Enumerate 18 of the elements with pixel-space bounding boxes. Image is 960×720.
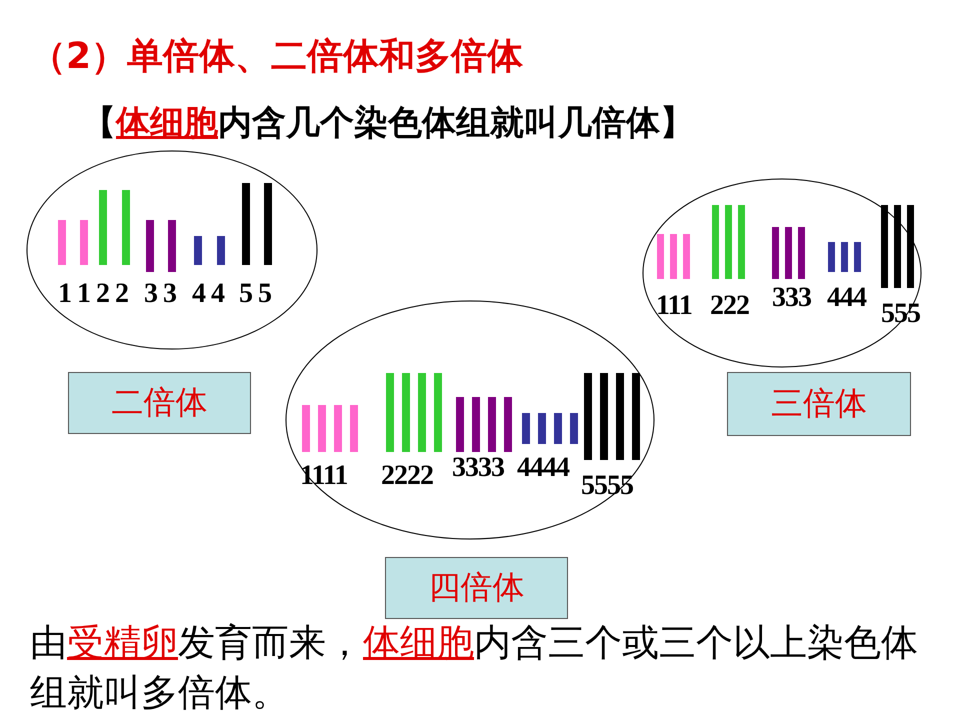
label-box: 三倍体 <box>727 372 911 436</box>
chromosome-number: 3333 <box>452 452 504 484</box>
chromosome-number: 222 <box>710 290 749 322</box>
label-box: 四倍体 <box>385 557 568 619</box>
description-text: 由受精卵发育而来，体细胞内含三个或三个以上染色体组就叫多倍体。 <box>30 620 919 716</box>
chromosome-number: 111 <box>656 290 692 322</box>
definition-text: 【体细胞内含几个染色体组就叫几倍体】 <box>82 102 694 145</box>
chromosome-number: 4 4 <box>192 278 224 310</box>
chromosome-number: 2 2 <box>96 278 128 310</box>
chromosome-number: 3 3 <box>144 278 176 310</box>
chromosome-number: 4444 <box>517 452 569 484</box>
chromosome-number: 1 1 <box>58 278 90 310</box>
chromosome-number: 2222 <box>381 460 433 492</box>
chromosome-number: 444 <box>827 282 866 314</box>
label-box: 二倍体 <box>68 372 251 434</box>
chromosome-number: 5 5 <box>239 278 271 310</box>
chromosome-number: 333 <box>772 282 811 314</box>
slide-title: （2）单倍体、二倍体和多倍体 <box>30 35 524 79</box>
